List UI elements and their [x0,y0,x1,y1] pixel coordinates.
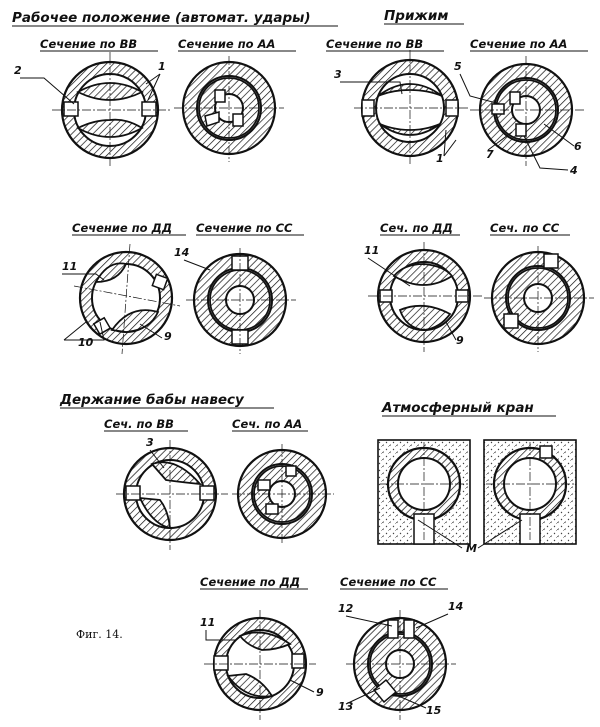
callout-m: М [466,542,477,555]
callout-4: 4 [569,164,578,177]
callouts-row-2: 11 10 9 14 11 9 [62,244,464,349]
title-hold-ram: Держание бабы навесу [59,392,245,408]
callouts-row-1: 2 1 3 5 6 7 4 1 [14,60,582,177]
section-aa-hold [232,444,334,544]
callout-9-c: 9 [316,686,324,699]
callout-5: 5 [454,60,462,73]
section-bb-working [52,52,172,168]
section-bb-hold [116,440,228,550]
title-working-position: Рабочее положение (автомат. удары) [12,10,311,26]
callout-3-top: 3 [334,68,342,81]
callouts-row-3: 3 М [146,436,523,555]
subtitle-dd-1: Сечение по ДД [72,221,172,235]
subtitle-aa-1: Сечение по АА [178,37,275,51]
callout-9-b: 9 [456,334,464,347]
callout-11-b: 11 [364,244,379,257]
callout-14-b: 14 [448,600,463,613]
callout-7: 7 [486,148,494,161]
section-dd-bottom [204,610,316,720]
section-aa-clamp [470,56,584,166]
section-dd-working [73,243,181,355]
section-cc-clamp [484,246,594,352]
callout-11-c: 11 [200,616,215,629]
section-dd-clamp [368,242,482,352]
subtitle-aa-2: Сечение по АА [470,37,567,51]
section-bb-clamp [354,50,468,166]
atmospheric-valve-left [377,439,471,545]
subtitle-bb-3: Сеч. по ВВ [104,417,174,431]
section-cc-working [186,248,296,354]
callout-3-b: 3 [146,436,154,449]
callout-2: 2 [14,64,22,77]
callout-6: 6 [574,140,582,153]
subtitle-cc-3: Сечение по СС [340,575,437,589]
atmospheric-valve-right [483,439,577,545]
section-aa-working [174,56,284,162]
subtitle-cc-2: Сеч. по СС [490,221,560,235]
callout-14-a: 14 [174,246,189,259]
title-atmospheric-valve: Атмосферный кран [381,400,534,416]
subtitle-bb-1: Сечение по ВВ [40,37,137,51]
subtitle-dd-3: Сечение по ДД [200,575,300,589]
callout-10: 10 [78,336,94,349]
callout-12: 12 [338,602,354,615]
subtitle-cc-1: Сечение по СС [196,221,293,235]
section-cc-bottom [346,610,456,720]
callout-15: 15 [426,704,442,717]
callout-1-top: 1 [158,60,166,73]
callout-11-a: 11 [62,260,77,273]
callout-13: 13 [338,700,354,713]
callout-1-bottom: 1 [436,152,444,165]
callouts-row-4: 11 9 12 14 13 15 [200,600,463,717]
figure-caption: Фиг. 14. [76,628,123,641]
subtitle-dd-2: Сеч. по ДД [380,221,453,235]
title-clamp: Прижим [384,8,448,24]
subtitle-bb-2: Сечение по ВВ [326,37,423,51]
callout-9-a: 9 [164,330,172,343]
subtitle-aa-3: Сеч. по АА [232,417,302,431]
